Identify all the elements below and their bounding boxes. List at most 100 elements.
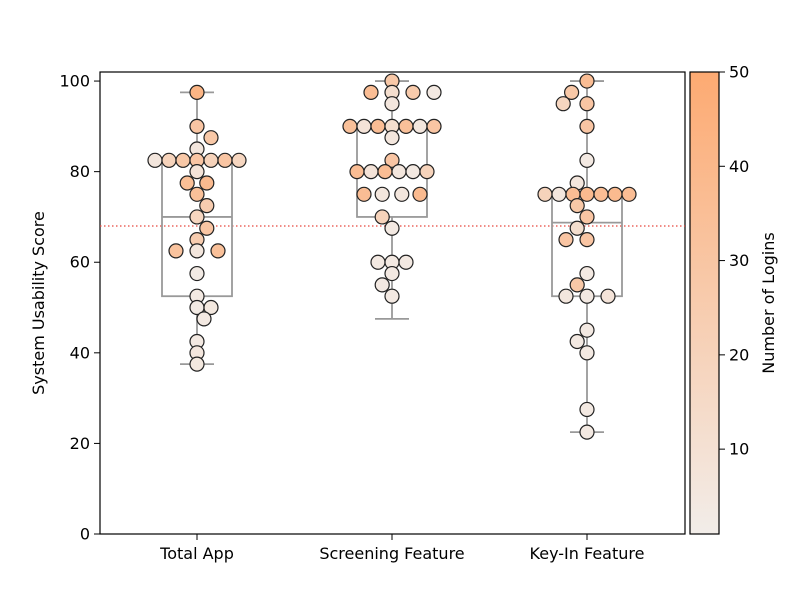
data-point xyxy=(161,152,177,168)
data-point xyxy=(558,288,574,304)
data-point xyxy=(189,209,205,225)
data-point xyxy=(374,209,390,225)
data-point xyxy=(569,333,585,350)
data-point xyxy=(412,186,428,202)
data-point xyxy=(579,73,595,89)
data-point xyxy=(370,254,386,270)
data-point xyxy=(189,118,205,134)
data-point xyxy=(579,209,595,225)
data-point xyxy=(426,118,442,134)
data-point xyxy=(377,164,393,180)
series-1 xyxy=(147,84,247,372)
data-point xyxy=(189,186,205,202)
data-point xyxy=(551,186,567,202)
data-point xyxy=(384,130,400,146)
data-point xyxy=(199,175,215,191)
data-point xyxy=(210,243,226,259)
colorbar-gradient xyxy=(689,71,720,535)
data-point xyxy=(621,186,637,202)
data-point xyxy=(231,152,247,168)
data-point xyxy=(363,164,379,180)
data-point xyxy=(537,186,553,202)
data-point xyxy=(168,243,184,259)
data-point xyxy=(405,84,421,100)
y-tick-label: 0 xyxy=(80,525,90,544)
y-tick-label: 80 xyxy=(70,162,90,181)
data-point xyxy=(579,186,595,202)
colorbar-tick-label: 20 xyxy=(729,345,749,364)
data-point xyxy=(579,96,595,112)
data-point xyxy=(189,84,205,100)
data-point xyxy=(384,152,400,168)
data-point xyxy=(579,231,595,248)
data-point xyxy=(600,288,616,304)
data-point xyxy=(593,186,609,202)
data-point xyxy=(342,118,358,134)
data-point xyxy=(563,84,580,100)
data-point xyxy=(196,311,212,327)
series-3 xyxy=(537,73,637,440)
colorbar-label: Number of Logins xyxy=(759,232,778,373)
data-point xyxy=(579,424,595,440)
data-point xyxy=(398,254,414,270)
data-point xyxy=(384,265,400,282)
data-point xyxy=(203,152,219,168)
data-point xyxy=(203,299,219,316)
colorbar-tick-label: 10 xyxy=(729,440,749,459)
colorbar-tick-label: 40 xyxy=(729,157,749,176)
data-point xyxy=(398,118,414,134)
y-tick-label: 40 xyxy=(70,343,90,362)
data-point xyxy=(189,243,205,259)
data-point xyxy=(555,96,571,112)
data-point xyxy=(391,164,407,180)
data-point xyxy=(363,84,379,100)
data-point xyxy=(569,198,585,214)
data-point xyxy=(569,277,585,293)
data-point xyxy=(579,322,595,338)
y-tick-label: 20 xyxy=(70,434,90,453)
colorbar: 10 20 30 40 50 xyxy=(689,63,749,535)
x-tick-label: Total App xyxy=(159,544,234,563)
data-point xyxy=(384,96,400,112)
data-point xyxy=(374,186,390,202)
data-point xyxy=(349,164,365,180)
data-point xyxy=(179,175,195,191)
data-point xyxy=(412,118,428,134)
y-tick-label: 100 xyxy=(59,72,90,91)
data-point xyxy=(374,277,390,293)
data-point xyxy=(579,265,595,282)
data-point xyxy=(607,186,623,202)
series-2 xyxy=(342,73,442,304)
data-point xyxy=(558,231,574,248)
data-point xyxy=(405,164,421,180)
data-point xyxy=(356,118,372,134)
data-point xyxy=(579,118,595,134)
data-point xyxy=(217,152,233,168)
data-point xyxy=(370,118,386,134)
colorbar-tick-label: 50 xyxy=(729,63,749,82)
data-point xyxy=(579,152,595,168)
data-point xyxy=(384,288,400,304)
colorbar-tick-label: 30 xyxy=(729,251,749,270)
data-point xyxy=(175,152,191,168)
data-point xyxy=(419,164,435,180)
x-tick-label: Screening Feature xyxy=(319,544,464,563)
data-point xyxy=(189,265,205,282)
data-point xyxy=(579,401,595,418)
data-point xyxy=(147,152,163,168)
data-point xyxy=(199,220,215,236)
data-point xyxy=(579,288,595,304)
data-point xyxy=(384,220,400,236)
data-point xyxy=(199,198,215,214)
y-tick-label: 60 xyxy=(70,253,90,272)
data-point xyxy=(569,220,585,236)
data-point xyxy=(189,164,205,180)
data-point xyxy=(394,186,410,202)
data-point xyxy=(579,345,595,361)
data-point xyxy=(203,130,219,146)
data-point xyxy=(426,84,442,100)
data-point xyxy=(189,356,205,372)
data-point xyxy=(356,186,372,202)
